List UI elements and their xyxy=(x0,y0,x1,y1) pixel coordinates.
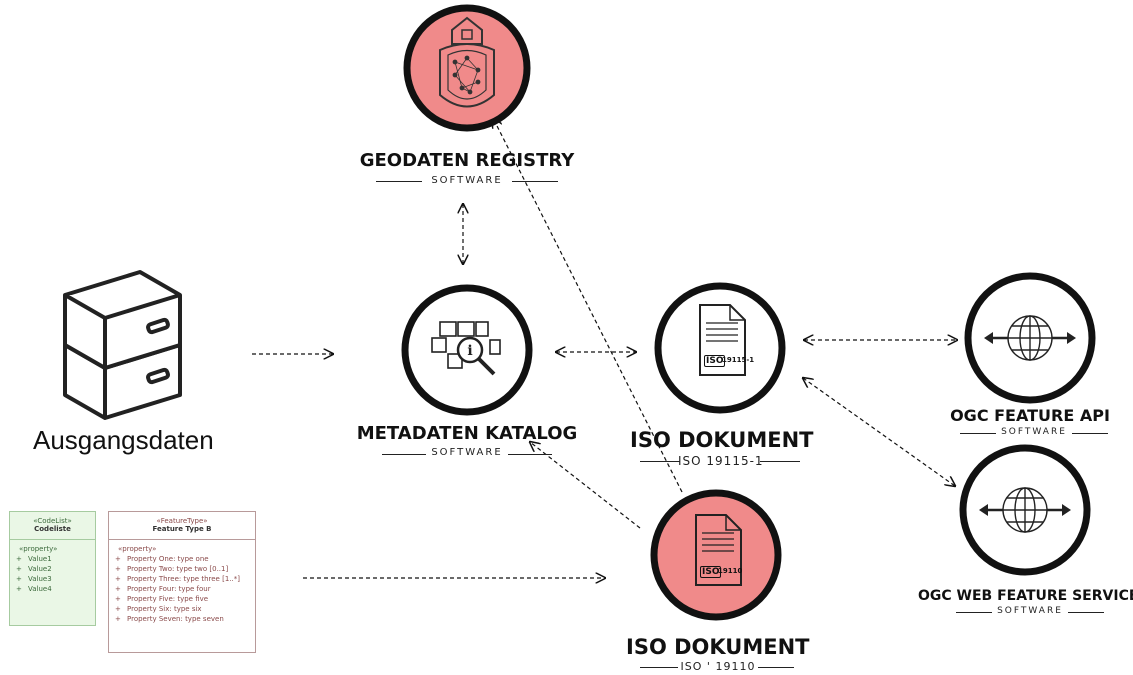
iso-19115-subtitle: ISO 19115-1 xyxy=(678,454,764,468)
uml-featuretype-row: +Property One: type one xyxy=(115,555,209,563)
iso-19110-document-icon xyxy=(650,489,782,621)
iso-19110-title: ISO DOKUMENT xyxy=(626,635,810,659)
registry-rule-right xyxy=(512,181,558,182)
storage-boxes-icon xyxy=(63,270,182,420)
registry-rule-left xyxy=(376,181,422,182)
uml-featuretype-name: Feature Type B xyxy=(152,525,212,533)
iso-19115-badge: ISO xyxy=(704,355,726,367)
edge-iso19115-ogcwfs xyxy=(803,378,955,486)
uml-featuretype-separator xyxy=(109,539,255,540)
iso-19115-code: 19115-1 xyxy=(722,356,755,364)
ogc-api-subtitle: SOFTWARE xyxy=(1001,427,1067,437)
ogc-wfs-title: OGC WEB FEATURE SERVICE xyxy=(918,588,1133,604)
metadaten-rule-left xyxy=(382,454,426,455)
iso-19115-rule-left xyxy=(640,461,680,462)
edges xyxy=(252,118,957,578)
uml-featuretype-class: «FeatureType» Feature Type B «property» … xyxy=(108,511,256,653)
uml-featuretype-row: +Property Four: type four xyxy=(115,585,211,593)
uml-featuretype-group: «property» xyxy=(118,545,157,553)
metadaten-catalog-icon: i xyxy=(401,284,533,416)
ogc-api-globe-icon xyxy=(964,272,1096,404)
iso-19115-title: ISO DOKUMENT xyxy=(630,428,814,452)
metadaten-title: METADATEN KATALOG xyxy=(356,423,578,444)
metadaten-subtitle: SOFTWARE xyxy=(431,447,503,458)
ogc-wfs-rule-left xyxy=(956,612,992,613)
uml-codelist-class: «CodeList» Codeliste «property» +Value1 … xyxy=(9,511,96,626)
iso-19115-document-icon xyxy=(654,282,786,414)
uml-codelist-stereotype: «CodeList» xyxy=(33,517,72,525)
uml-featuretype-row: +Property Two: type two [0..1] xyxy=(115,565,229,573)
uml-featuretype-stereotype: «FeatureType» xyxy=(156,517,208,525)
ogc-wfs-globe-icon xyxy=(959,444,1091,576)
uml-featuretype-row: +Property Five: type five xyxy=(115,595,209,603)
uml-featuretype-row: +Property Three: type three [1..*] xyxy=(115,575,240,583)
uml-codelist-row: +Value1 xyxy=(16,555,52,563)
registry-title: GEODATEN REGISTRY xyxy=(359,150,575,171)
uml-codelist-row: +Value3 xyxy=(16,575,52,583)
ogc-wfs-subtitle: SOFTWARE xyxy=(997,606,1063,616)
ogc-api-title: OGC FEATURE API xyxy=(950,406,1110,425)
ogc-api-rule-left xyxy=(960,433,996,434)
metadaten-rule-right xyxy=(508,454,552,455)
ausgangsdaten-label: Ausgangsdaten xyxy=(33,425,214,455)
iso-19115-rule-right xyxy=(760,461,800,462)
ogc-wfs-rule-right xyxy=(1068,612,1104,613)
iso-19110-rule-right xyxy=(758,667,794,668)
uml-codelist-name: Codeliste xyxy=(34,525,71,533)
svg-text:i: i xyxy=(467,343,472,359)
uml-featuretype-row: +Property Seven: type seven xyxy=(115,615,224,623)
edge-iso19110-metadaten xyxy=(530,442,641,529)
iso-19110-rule-left xyxy=(640,667,678,668)
iso-19110-badge: ISO xyxy=(700,566,722,578)
uml-codelist-row: +Value2 xyxy=(16,565,52,573)
ogc-api-rule-right xyxy=(1072,433,1108,434)
uml-codelist-separator xyxy=(10,539,95,540)
registry-subtitle: SOFTWARE xyxy=(431,175,503,186)
registry-house-shield-icon xyxy=(403,4,531,132)
iso-19110-code: 19110 xyxy=(718,567,743,575)
uml-codelist-row: +Value4 xyxy=(16,585,52,593)
uml-codelist-group: «property» xyxy=(19,545,58,553)
iso-19110-subtitle: ISO ' 19110 xyxy=(680,660,756,673)
uml-featuretype-row: +Property Six: type six xyxy=(115,605,202,613)
